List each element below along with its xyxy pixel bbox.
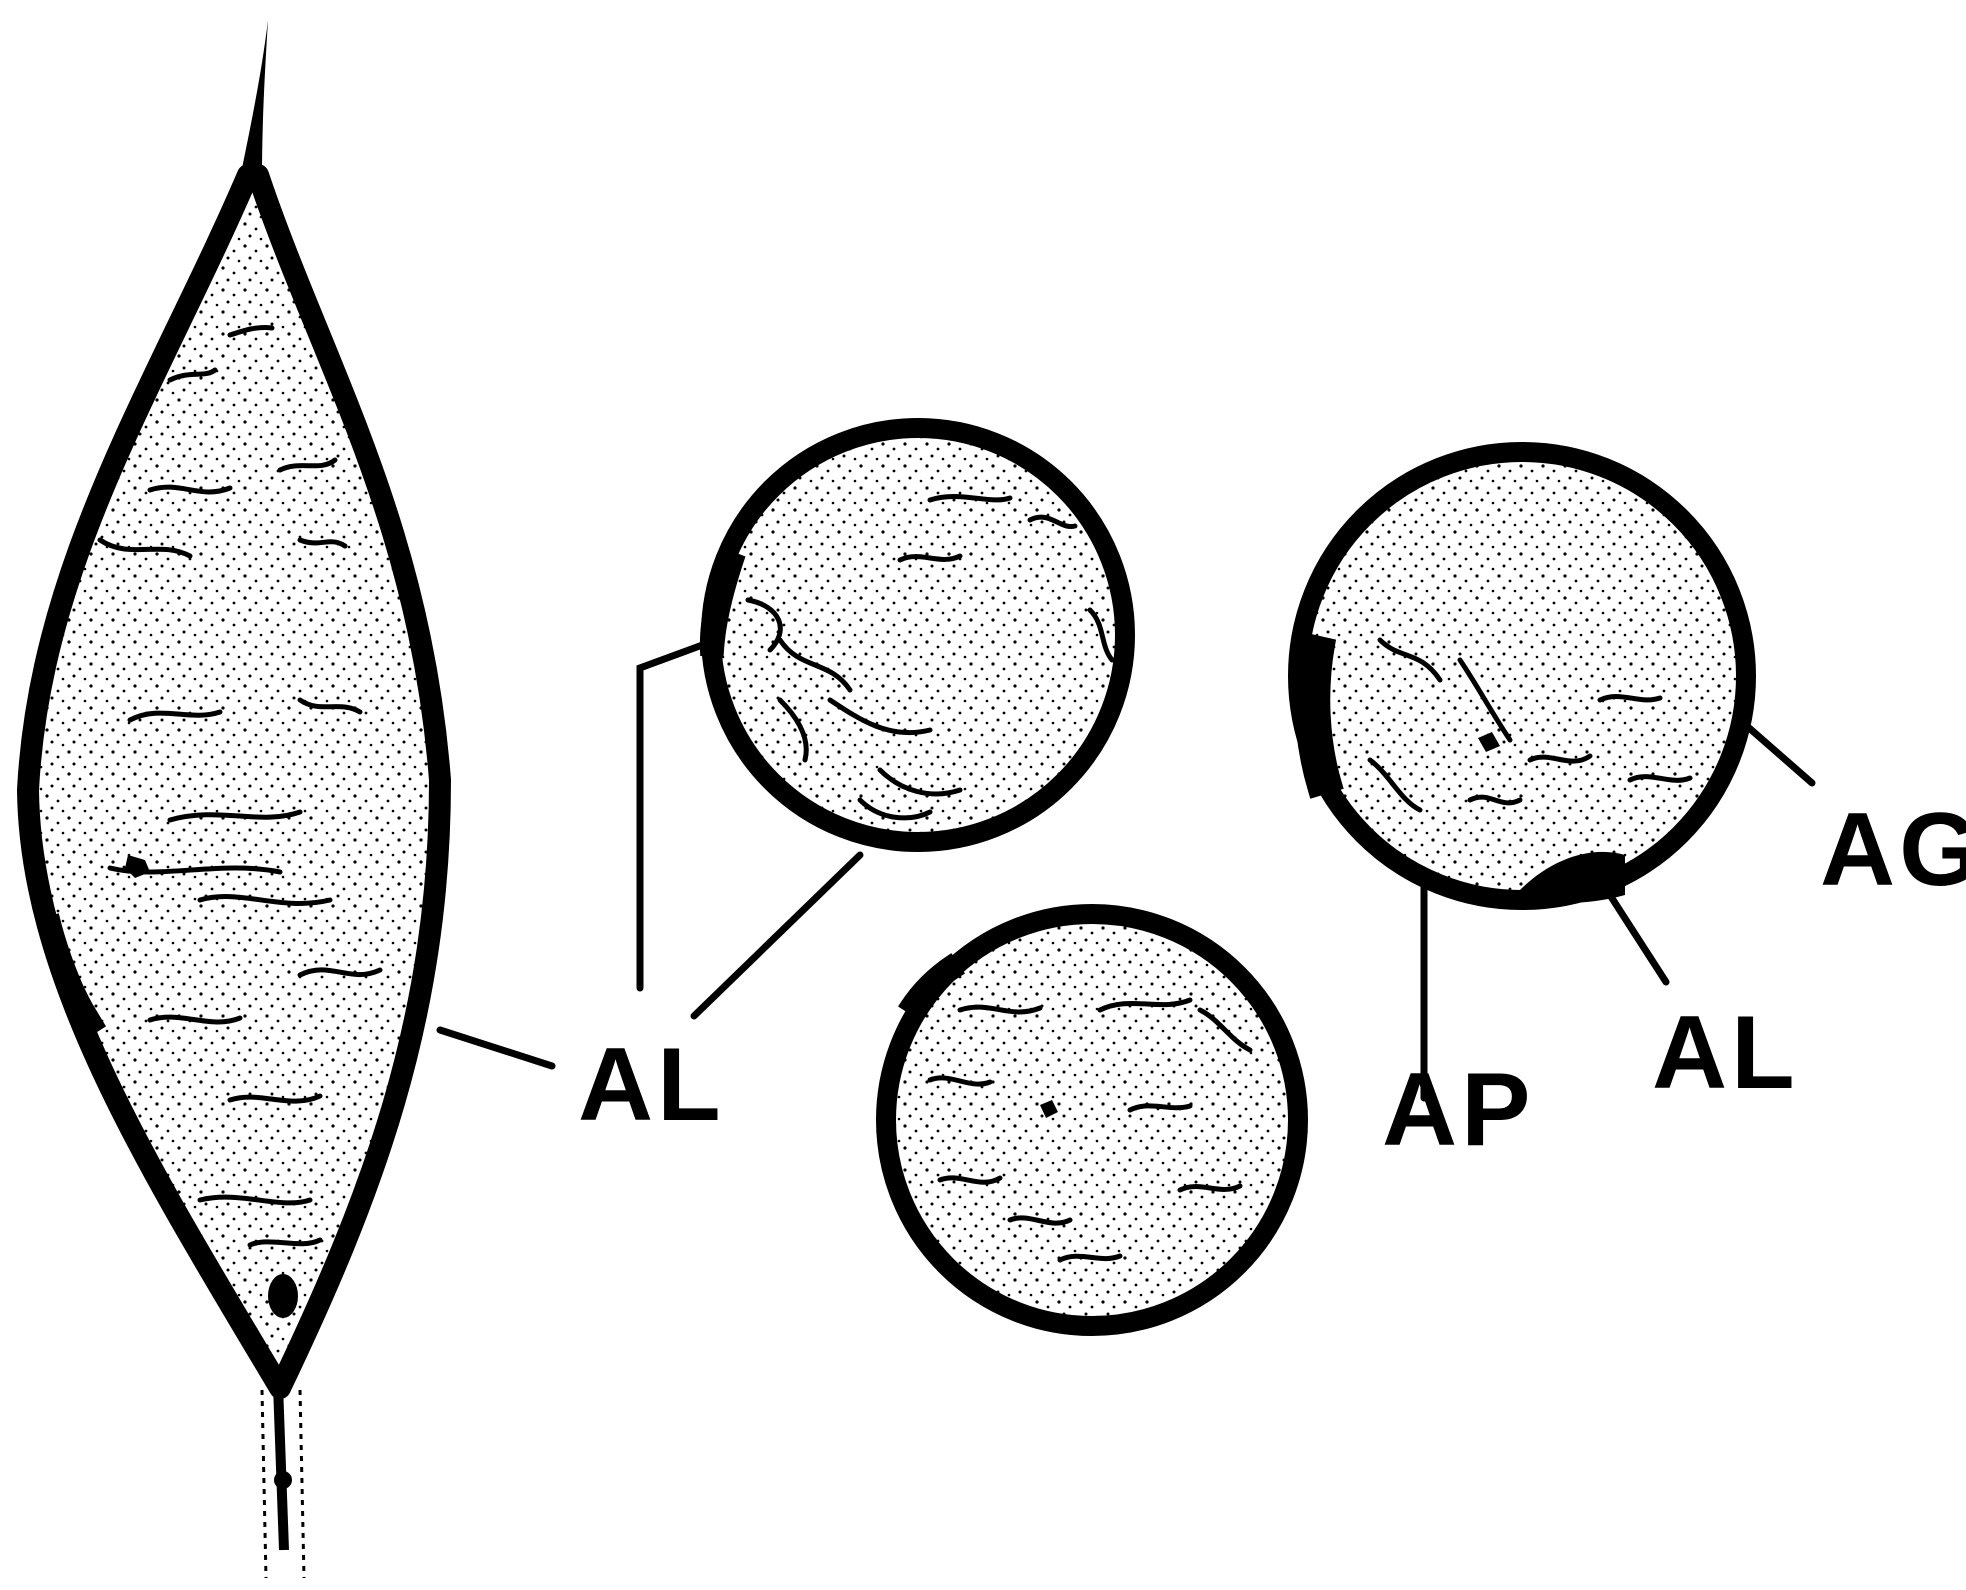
circle-lower-section: [886, 914, 1298, 1326]
spindle-tail-knot: [274, 1471, 292, 1489]
label-circle-right-ag: AG: [1820, 792, 1966, 908]
spindle-bottom-sheath-left: [262, 1390, 266, 1578]
spindle-nucleus: [268, 1274, 298, 1318]
label-circle-right-ap: AP: [1382, 1052, 1534, 1168]
spindle-section: [28, 20, 440, 1578]
spindle-top-tail: [240, 20, 268, 178]
leader-circle-right-al: [1608, 892, 1666, 982]
leader-circle-upper-al-2: [694, 855, 860, 1016]
circle-right-section: [1298, 452, 1746, 903]
leader-spindle-al: [440, 1030, 552, 1066]
circle-upper-section: [706, 428, 1125, 842]
spindle-body: [28, 175, 440, 1388]
circle-right-wall-thickening-left: [1301, 640, 1335, 790]
circle-right-body: [1298, 452, 1746, 900]
spindle-bottom-sheath-right: [300, 1390, 304, 1578]
leader-circle-right-ag: [1740, 720, 1812, 783]
label-spindle-al: AL: [578, 1027, 725, 1143]
leader-circle-upper-al-1: [640, 640, 716, 988]
label-circle-right-al: AL: [1652, 995, 1799, 1111]
circle-upper-body: [711, 428, 1125, 842]
spindle-bottom-tail: [278, 1385, 284, 1550]
